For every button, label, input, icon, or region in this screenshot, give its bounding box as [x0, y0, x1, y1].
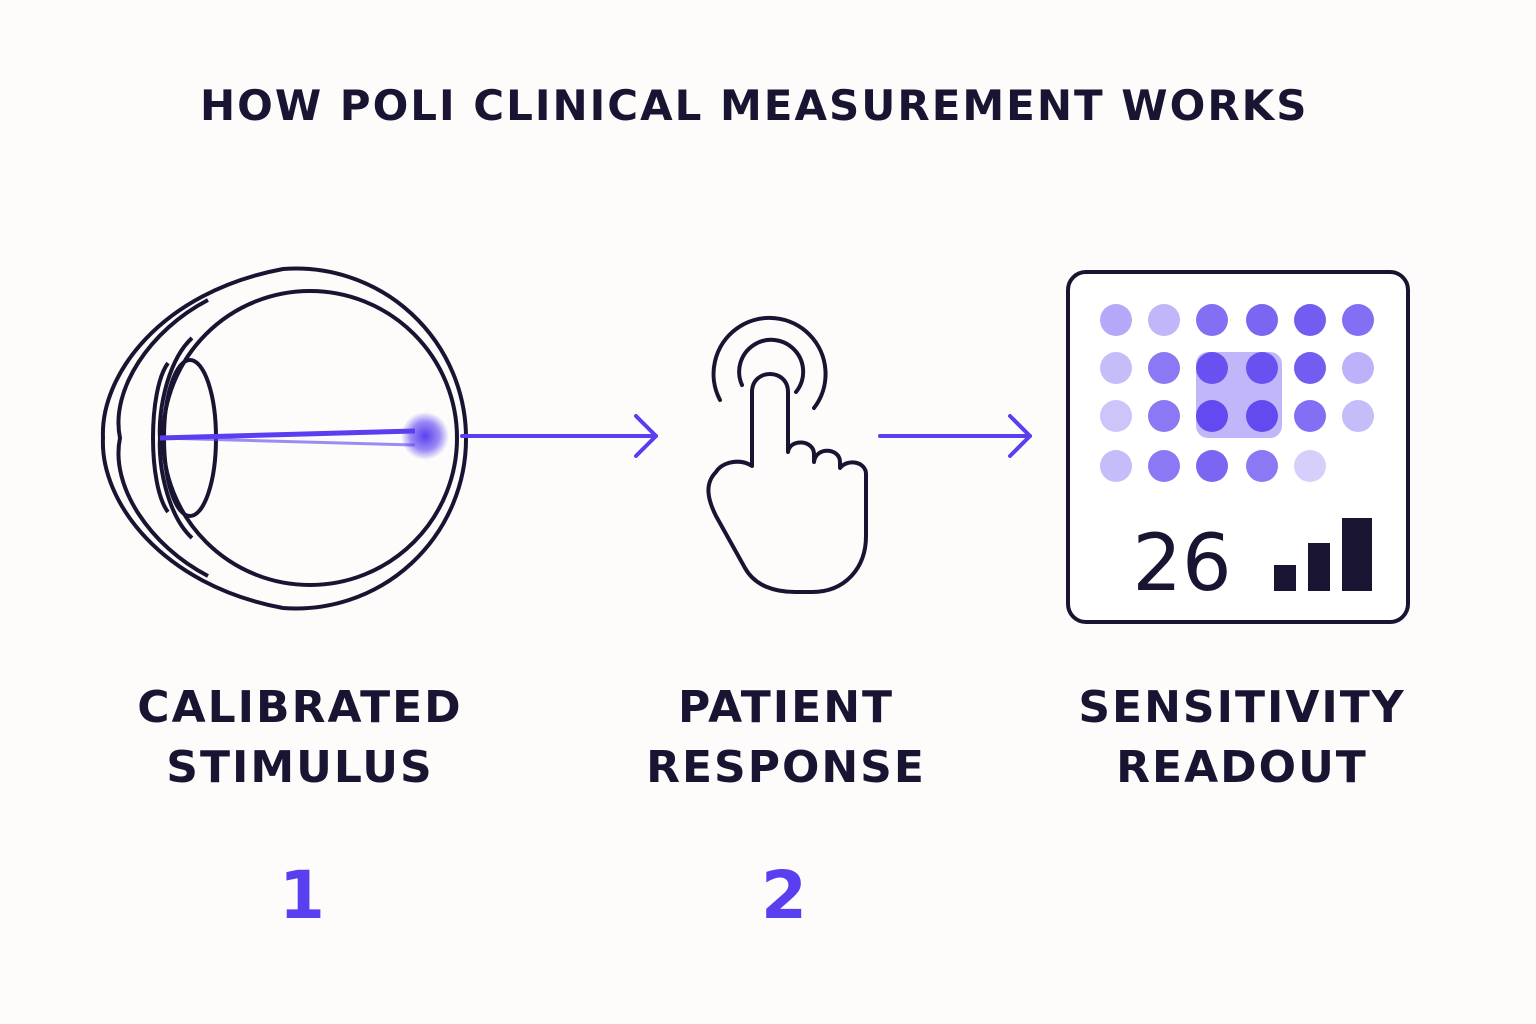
- arrow-right-icon: [878, 414, 1032, 458]
- eye-icon: [100, 266, 469, 611]
- sensitivity-dot: [1148, 304, 1180, 336]
- sensitivity-dot: [1342, 304, 1374, 336]
- focus-region: [1196, 352, 1282, 438]
- sensitivity-grid-icon: [1100, 304, 1374, 482]
- step-number-2: 2: [761, 857, 807, 934]
- sensitivity-dot: [1294, 400, 1326, 432]
- sensitivity-dot: [1246, 304, 1278, 336]
- sensitivity-dot: [1148, 352, 1180, 384]
- readout-value: 26: [1132, 519, 1231, 609]
- sensitivity-dot: [1246, 352, 1278, 384]
- step-label-sensitivity-readout: SENSITIVITY READOUT: [1078, 682, 1406, 793]
- step-number-1: 1: [279, 857, 325, 934]
- finger-tap-icon: [706, 315, 868, 594]
- sensitivity-dot: [1294, 304, 1326, 336]
- sensitivity-dot: [1100, 304, 1132, 336]
- sensitivity-dot: [1148, 450, 1180, 482]
- sensitivity-dot: [1196, 352, 1228, 384]
- signal-bars-icon: [1274, 518, 1372, 591]
- stimulus-glow: [401, 412, 449, 460]
- step-label-calibrated-stimulus: CALIBRATED STIMULUS: [137, 682, 463, 793]
- sensitivity-readout-panel: 26: [1066, 270, 1410, 624]
- sensitivity-dot: [1342, 400, 1374, 432]
- sensitivity-dot: [1100, 450, 1132, 482]
- sensitivity-dot: [1196, 400, 1228, 432]
- arrow-right-icon: [460, 414, 658, 458]
- sensitivity-dot: [1246, 450, 1278, 482]
- sensitivity-dot: [1196, 304, 1228, 336]
- sensitivity-dot: [1294, 352, 1326, 384]
- sensitivity-dot: [1100, 352, 1132, 384]
- sensitivity-dot: [1100, 400, 1132, 432]
- sensitivity-dot: [1246, 400, 1278, 432]
- step-label-patient-response: PATIENT RESPONSE: [646, 682, 926, 793]
- sensitivity-dot: [1342, 352, 1374, 384]
- page-title: HOW POLI CLINICAL MEASUREMENT WORKS: [200, 81, 1309, 130]
- sensitivity-dot: [1196, 450, 1228, 482]
- sensitivity-dot: [1148, 400, 1180, 432]
- sensitivity-dot: [1294, 450, 1326, 482]
